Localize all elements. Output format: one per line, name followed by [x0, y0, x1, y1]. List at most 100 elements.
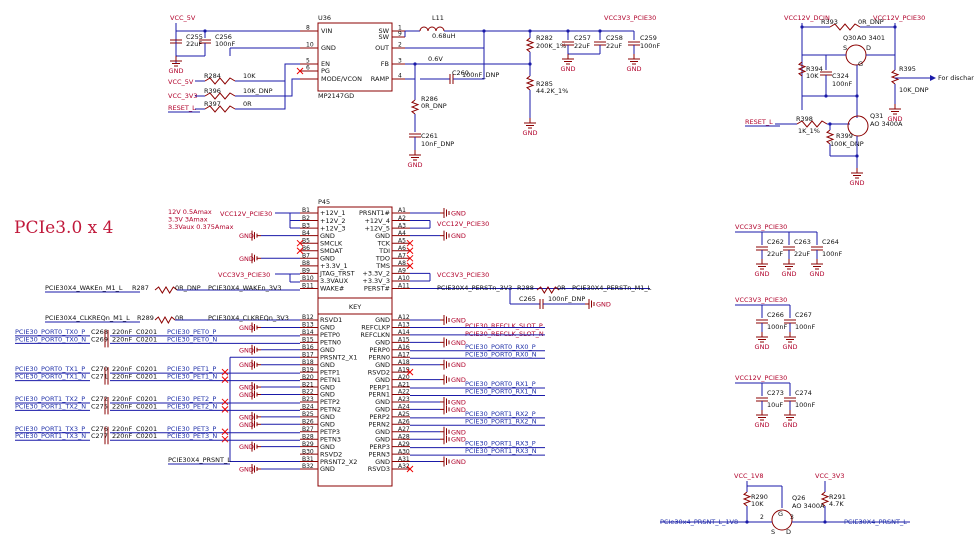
net-label: PCIE30_PET0_P [167, 328, 216, 336]
resistor-ref: R289 [137, 314, 154, 322]
pin-name: GND [320, 324, 335, 332]
junction-dot [855, 154, 859, 158]
cap-ref: C271 [91, 373, 108, 381]
junction-dot [745, 520, 749, 524]
net-label: PCIE30_REFCLK_SLOT_P [465, 322, 543, 330]
pin-name: 3.3VAUX [320, 277, 349, 285]
ground-label: GND [755, 343, 770, 351]
pin-number: A16 [398, 344, 410, 351]
resistor-value: 10K_DNP [899, 86, 929, 94]
pin-number: B12 [302, 314, 314, 321]
pin-number: B8 [302, 260, 310, 267]
cap-ref: C275 [91, 402, 108, 410]
arrow [930, 75, 936, 81]
pin-name: PETN1 [320, 376, 341, 384]
x [406, 262, 414, 270]
cap-ref: C262 [767, 238, 784, 246]
cap-ref: C269 [91, 335, 108, 343]
net-label: PCIE30_PORT1_RX3_P [465, 440, 536, 448]
pin-name: GND [320, 346, 335, 354]
cap-package: C0201 [136, 395, 157, 403]
ground-label: GND [239, 324, 254, 332]
pin-name: GND [320, 421, 335, 429]
inductor [419, 26, 445, 32]
pin-number: B5 [302, 237, 310, 244]
pin-name: PERP2 [369, 413, 390, 421]
pin-number: B21 [302, 381, 314, 388]
transistor-body [771, 509, 793, 531]
ground-label: GND [239, 232, 254, 240]
pin-number: A29 [398, 441, 410, 448]
resistor-value: 0R_DNP [858, 18, 884, 26]
resistor-value: 0R [243, 100, 252, 108]
x [221, 398, 229, 406]
resistor [525, 37, 535, 53]
resistor-value: 0R [175, 314, 184, 322]
pin-name: PRSNT2_X1 [320, 353, 357, 361]
x [406, 254, 414, 262]
pin-number: 8 [306, 25, 310, 32]
resistor-ref: R282 [536, 34, 553, 42]
x [296, 239, 304, 247]
pin-name: WAKE# [320, 285, 344, 293]
cap-value: 10uF [767, 401, 783, 409]
no-connect-mark [221, 398, 229, 406]
no-connect-mark [221, 406, 229, 413]
resistor [154, 286, 178, 294]
pin-number: A19 [398, 366, 410, 373]
ground-label: GND [782, 270, 797, 278]
cap-package: C0201 [136, 425, 157, 433]
pin-name: GND [320, 443, 335, 451]
pin-name: +12V_4 [364, 217, 390, 225]
pin-number: A20 [398, 374, 410, 381]
net-label: PCIE30X4_CLKREQn_M1_L [45, 314, 130, 322]
voltage-note: 0.6V [428, 55, 443, 63]
pin-name: G [778, 510, 783, 518]
resistor [204, 105, 236, 113]
pin-number: B1 [302, 207, 310, 214]
net-label: VCC12V_PCIE30 [735, 374, 787, 382]
net-label: VCC3V3_PCIE30 [437, 271, 489, 279]
wire [462, 48, 485, 80]
cap-value: 22uF [186, 40, 202, 48]
pin-name: PG [321, 67, 330, 75]
connector-ref: P45 [318, 198, 330, 206]
pin-name: PETN2 [320, 406, 341, 414]
x [221, 376, 229, 383]
ground-label: GND [561, 65, 576, 73]
resistor [536, 286, 560, 294]
pin-number: B15 [302, 337, 314, 344]
cap-value: 10nF_DNP [421, 140, 454, 148]
net-label: PCIE30X4_CLKREQn_3V3 [208, 314, 289, 322]
ground-label: GND [451, 339, 466, 347]
cap-ref: C263 [794, 238, 811, 246]
pin-number: B6 [302, 245, 310, 252]
pin-name: PETP2 [320, 398, 340, 406]
ground-symbol: GND [888, 104, 902, 123]
net-label: PCIE30_PET0_N [167, 335, 217, 343]
net-label: RESET_L [168, 104, 196, 112]
pin-number: 3 [398, 58, 402, 65]
ground-label: GND [627, 65, 642, 73]
cap-ref: C256 [215, 33, 232, 41]
net-label: VCC_5V [170, 14, 196, 22]
pin-number: B11 [302, 283, 314, 290]
resistor [825, 129, 835, 145]
x [221, 435, 229, 443]
cap-ref: C264 [822, 238, 839, 246]
cap-value: 100nF_DNP [462, 71, 499, 79]
pin-name: +12V_5 [364, 224, 390, 232]
ground-label: GND [850, 179, 865, 187]
annotation: For discharge [938, 74, 974, 82]
cap-ref: C324 [832, 72, 849, 80]
pin-name: GND [320, 383, 335, 391]
pin-name: REFCLKN [360, 331, 390, 339]
pin-number: B30 [302, 448, 314, 455]
pin-number: A4 [398, 230, 406, 237]
no-connect-mark [221, 435, 229, 443]
cap-value: 22uF [574, 42, 590, 50]
transistor-ref: Q26 [792, 494, 805, 502]
cap-ref: C260 [452, 69, 469, 77]
net-label: PCIE30_PORT1_TX3_P [15, 425, 85, 433]
pin-number: B20 [302, 374, 314, 381]
